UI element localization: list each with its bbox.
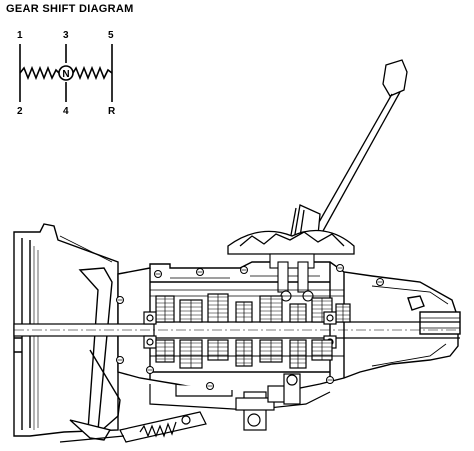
- main-gear: [259, 295, 283, 323]
- counter-gear: [311, 339, 333, 361]
- lever-boot: [227, 229, 355, 255]
- shift-mechanism: [150, 253, 344, 302]
- counter-gear: [179, 339, 203, 369]
- diagram-title: GEAR SHIFT DIAGRAM: [6, 3, 134, 15]
- gear-label-3: 3: [63, 30, 69, 41]
- shift-lever: [227, 59, 408, 265]
- counter-gear: [235, 339, 253, 367]
- bolt: [206, 382, 214, 390]
- main-gear: [207, 293, 229, 323]
- bolt: [116, 296, 124, 304]
- main-shaft: [13, 321, 460, 339]
- bolt: [376, 278, 384, 286]
- gear-label-5: 5: [108, 30, 114, 41]
- cable-spring: [139, 421, 177, 438]
- neutral-label: N: [62, 69, 69, 80]
- gear-label-2: 2: [17, 106, 23, 117]
- neutral-marker: N: [58, 65, 74, 81]
- spring-right: [72, 65, 113, 81]
- main-gear: [155, 295, 175, 323]
- shift-knob: [382, 59, 408, 97]
- counter-gears: [150, 339, 344, 369]
- bolt: [336, 264, 344, 272]
- neutral-circle: [58, 65, 74, 81]
- counter-gear: [259, 339, 283, 363]
- counter-gear: [155, 339, 175, 363]
- main-gear: [289, 303, 307, 323]
- main-gear: [235, 301, 253, 323]
- counter-gear: [289, 339, 307, 369]
- bearing: [323, 311, 337, 325]
- bolt: [154, 270, 162, 278]
- counter-gear: [207, 339, 229, 361]
- case-bolts: [116, 264, 384, 390]
- bearing: [143, 335, 157, 349]
- gear-label-1: 1: [17, 30, 23, 41]
- main-gear: [179, 299, 203, 323]
- transmission-case: [117, 261, 461, 393]
- bearing: [143, 311, 157, 325]
- bolt: [326, 376, 334, 384]
- main-gear: [335, 303, 351, 323]
- bolt: [240, 266, 248, 274]
- lower-details: [59, 373, 331, 443]
- gear-label-r: R: [108, 106, 116, 117]
- shift-pattern: [19, 44, 113, 102]
- bolt: [146, 366, 154, 374]
- gear-label-4: 4: [63, 106, 69, 117]
- spring-left: [19, 65, 60, 81]
- bolt: [116, 356, 124, 364]
- bolt: [196, 268, 204, 276]
